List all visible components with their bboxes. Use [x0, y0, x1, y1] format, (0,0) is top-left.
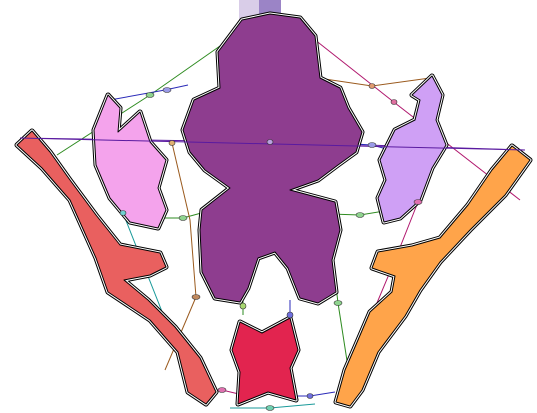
node-center-right-low [286, 311, 294, 319]
node-right-low [333, 300, 343, 306]
node-right-wing-lower [413, 199, 423, 205]
node-left-low [191, 294, 201, 300]
top-band-inner [259, 0, 281, 14]
right-wing [375, 73, 449, 225]
bottom-shape [229, 315, 301, 407]
node-left-lower [119, 210, 127, 216]
left-arm [14, 128, 219, 407]
node-right-mid [355, 212, 365, 218]
connector-nodes [119, 83, 423, 411]
node-left-wing-b [162, 87, 172, 93]
connector-bottom-right [292, 391, 336, 397]
center-shape [180, 11, 365, 306]
node-bottom-center [265, 405, 275, 411]
node-right-upper-b [390, 99, 398, 105]
node-bottom-left [217, 387, 227, 393]
node-left-mid [178, 215, 188, 221]
node-center [266, 139, 274, 145]
node-bottom-right [306, 393, 314, 399]
node-center-left-low [239, 302, 247, 310]
node-right-wing [367, 142, 377, 148]
node-left-wing-a [145, 92, 155, 98]
right-arm [333, 143, 533, 409]
node-left-arm [168, 140, 176, 146]
left-wing [91, 92, 169, 231]
node-right-upper [368, 83, 376, 89]
